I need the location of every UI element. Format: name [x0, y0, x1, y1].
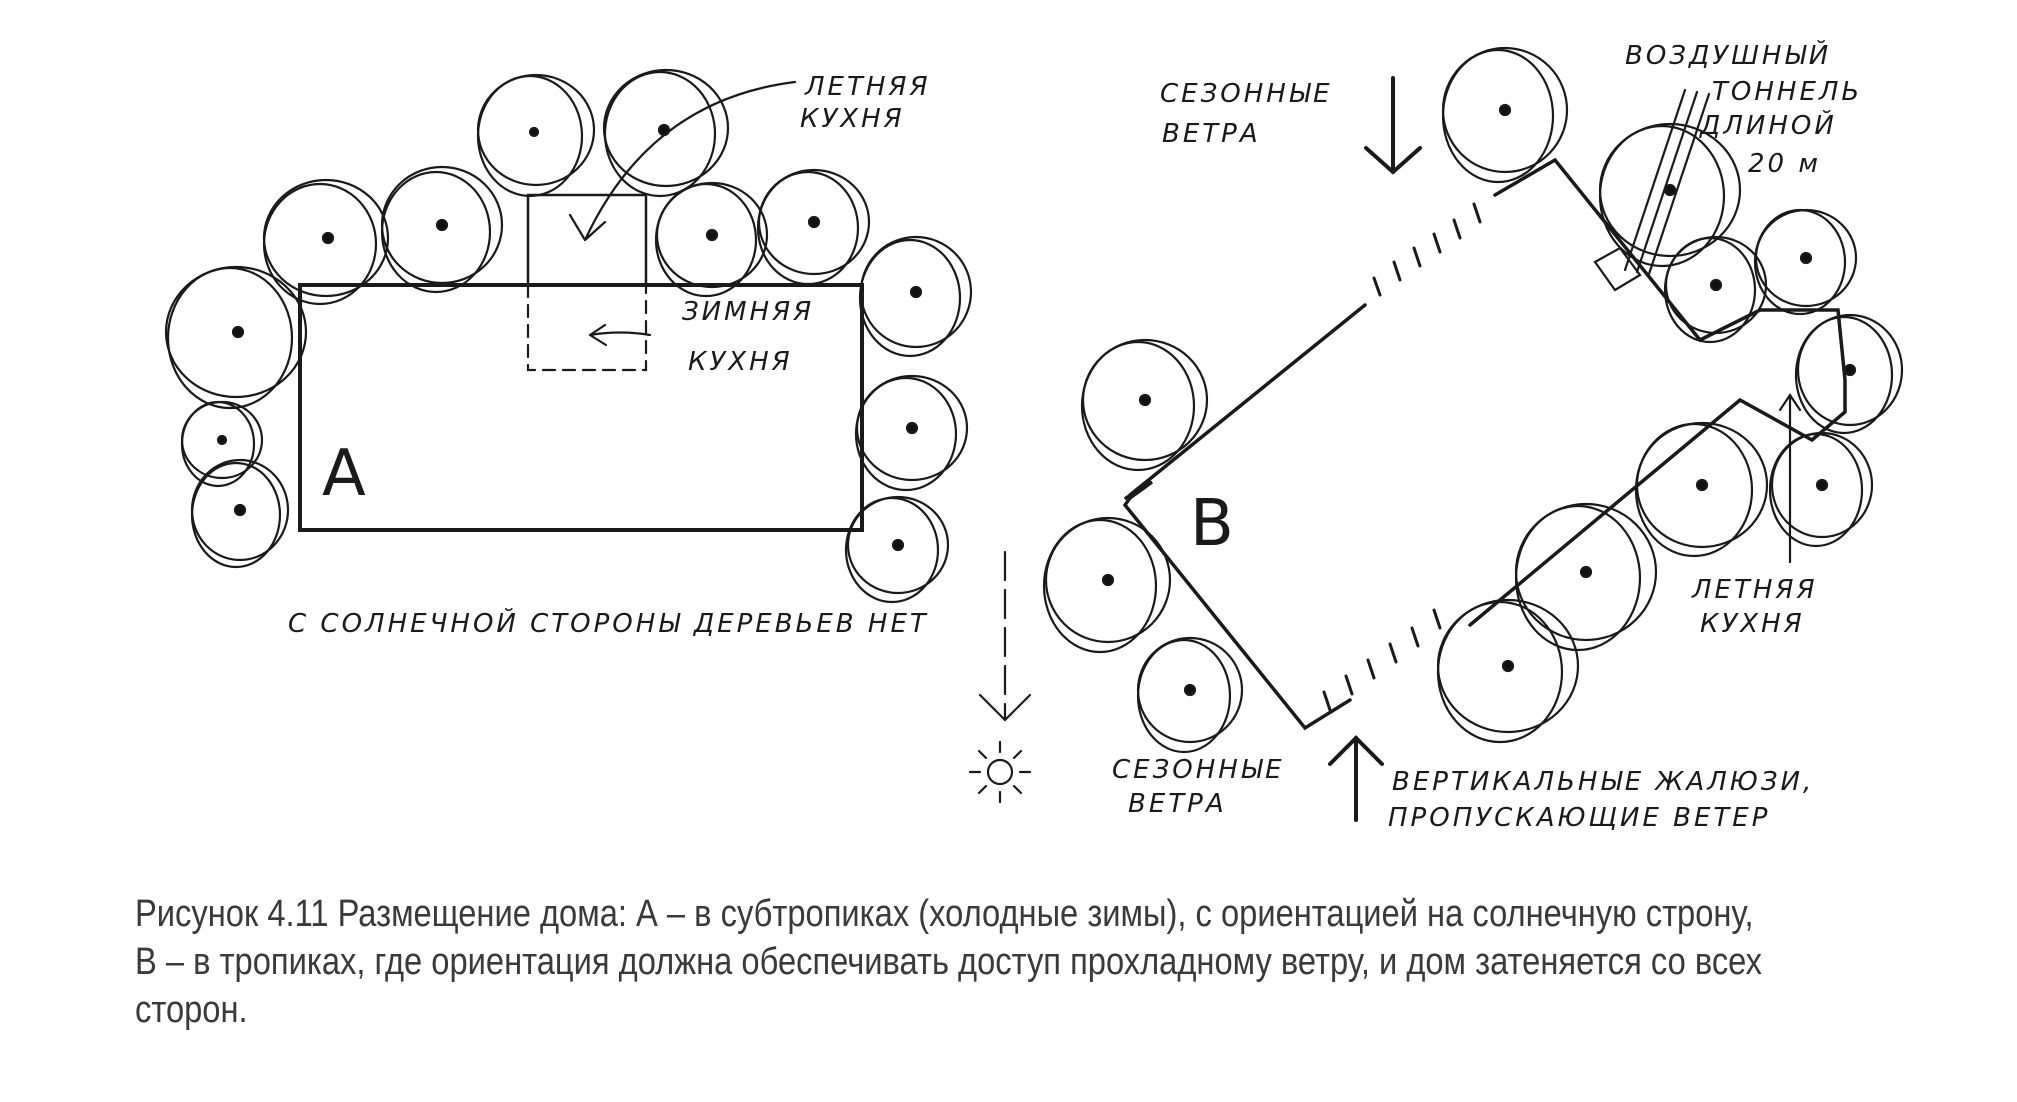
tree [756, 168, 871, 286]
air-tunnel-label-1: ВОЗДУШНЫЙ [1625, 39, 1831, 71]
label-house-b: B [1190, 487, 1234, 561]
tree [602, 68, 730, 198]
tree [380, 165, 504, 294]
wind-arrow-down [1364, 76, 1422, 175]
tree [1136, 636, 1244, 754]
seasonal-winds-top-2: ВЕТРА [1162, 119, 1261, 149]
house-b-group [1042, 46, 1904, 822]
tree [1634, 421, 1769, 558]
tree [1753, 208, 1858, 316]
louvres-bottom [1322, 608, 1442, 712]
seasonal-winds-bottom-2: ВЕТРА [1128, 789, 1227, 819]
summer-kitchen-b-label-1: ЛЕТНЯЯ [1691, 575, 1818, 605]
tree [1042, 516, 1172, 654]
no-trees-note: С СОЛНЕЧНОЙ СТОРОНЫ ДЕРЕВЬЕВ НЕТ [288, 607, 929, 639]
winter-kitchen-pointer-arrow [588, 323, 652, 347]
summer-kitchen-a-label-1: ЛЕТНЯЯ [804, 72, 931, 102]
tree [1436, 598, 1580, 744]
winter-kitchen-label-2: КУХНЯ [688, 347, 793, 377]
figure-caption: Рисунок 4.11 Размещение дома: А – в субт… [135, 890, 1762, 1034]
tree [180, 400, 264, 488]
tree [1768, 431, 1874, 548]
winter-kitchen-outline [526, 283, 648, 372]
tree [844, 495, 950, 604]
wind-arrow-up [1328, 735, 1384, 822]
caption-line-1: Рисунок 4.11 Размещение дома: А – в субт… [135, 893, 1754, 935]
tree [1080, 338, 1209, 472]
tunnel-box [1593, 246, 1642, 292]
summer-kitchen-pointer-arrow [568, 80, 797, 242]
tree [476, 73, 596, 198]
house-b-outline [1122, 157, 1847, 731]
tree [1794, 313, 1904, 435]
house-placement-diagram: A B ЛЕТНЯЯ КУХНЯ ЗИМНЯЯ КУХНЯ С СОЛНЕЧНО… [164, 39, 1904, 833]
summer-kitchen-b-arrow [1778, 393, 1802, 564]
tree [1663, 235, 1768, 344]
seasonal-winds-top-1: СЕЗОННЫЕ [1160, 79, 1333, 109]
louvres-label-2: ПРОПУСКАЮЩИЕ ВЕТЕР [1388, 803, 1770, 833]
winter-kitchen-label-1: ЗИМНЯЯ [682, 297, 814, 327]
caption-line-2: В – в тропиках, где ориентация должна об… [135, 941, 1762, 983]
trees-b [1042, 46, 1904, 754]
tree [262, 178, 390, 306]
tree [858, 235, 973, 358]
summer-kitchen-b-label-2: КУХНЯ [1700, 609, 1805, 639]
house-a-group [164, 68, 1032, 804]
label-house-a: A [322, 437, 366, 511]
caption-line-3: сторон. [135, 989, 248, 1031]
sun-icon [968, 740, 1032, 804]
seasonal-winds-bottom-1: СЕЗОННЫЕ [1112, 755, 1285, 785]
tree [164, 265, 308, 410]
tree [854, 374, 969, 492]
tree [1598, 122, 1742, 268]
summer-kitchen-a-outline [526, 193, 648, 287]
air-tunnel-label-3: ДЛИНОЙ [1699, 109, 1837, 141]
summer-kitchen-a-label-2: КУХНЯ [800, 104, 905, 134]
air-tunnel-label-4: 20 м [1748, 149, 1821, 179]
trees-a [164, 68, 973, 604]
tree [654, 181, 769, 298]
air-tunnel-lines [1623, 88, 1711, 276]
louvres-top [1372, 202, 1482, 297]
tree [190, 458, 290, 569]
air-tunnel-label-2: ТОННЕЛЬ [1712, 77, 1862, 107]
sun-arrow [978, 550, 1032, 722]
louvres-label-1: ВЕРТИКАЛЬНЫЕ ЖАЛЮЗИ, [1392, 767, 1814, 797]
tree [1514, 502, 1658, 652]
tree [1441, 46, 1569, 184]
